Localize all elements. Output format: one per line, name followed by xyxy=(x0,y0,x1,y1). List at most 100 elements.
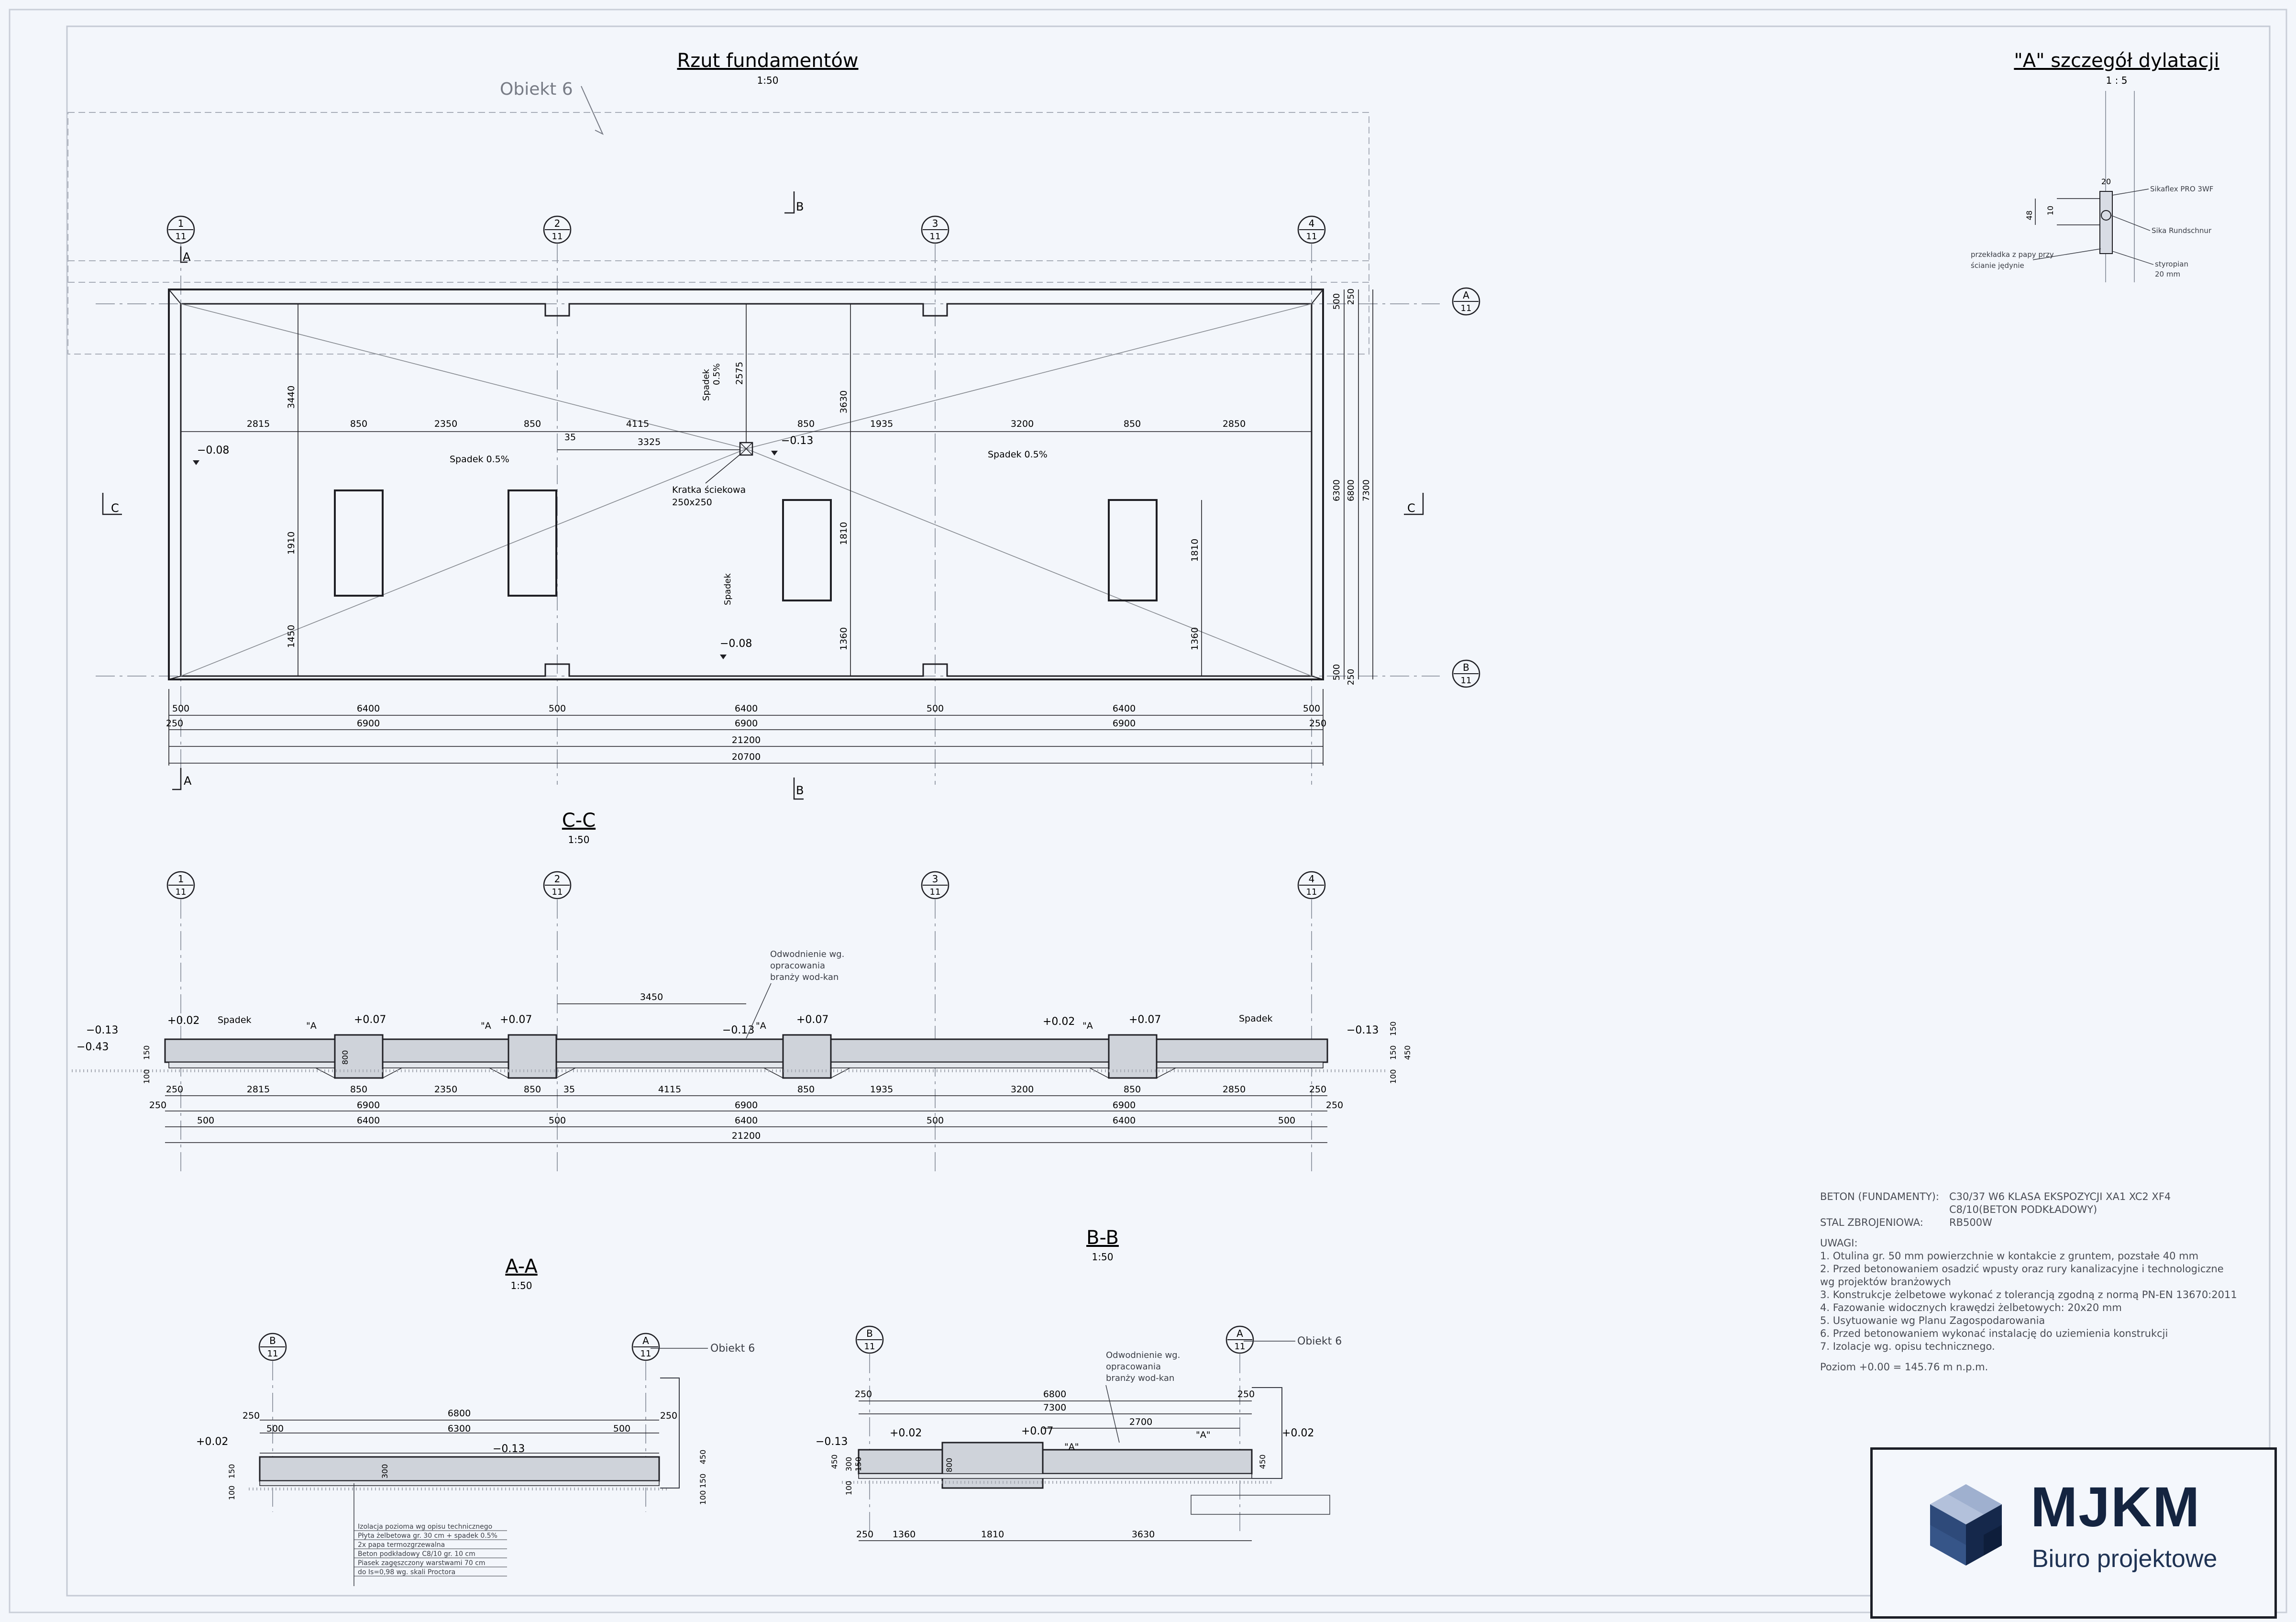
plan-dim-top-9: 850 xyxy=(1124,419,1141,429)
svg-text:250: 250 xyxy=(166,1084,183,1095)
plan-dim-bottom-6400-b: 6400 xyxy=(735,703,758,714)
plan-dim-7300: 7300 xyxy=(1361,479,1371,501)
inner-frame xyxy=(66,25,2271,1597)
svg-text:"A: "A xyxy=(306,1021,317,1031)
svg-text:B: B xyxy=(796,200,804,213)
section-cc-scale: 1:50 xyxy=(568,834,590,845)
svg-text:150: 150 xyxy=(227,1464,236,1479)
svg-text:450: 450 xyxy=(698,1450,707,1465)
plan-vdim-right-1: 1360 xyxy=(1190,627,1200,650)
svg-text:450: 450 xyxy=(1403,1045,1412,1060)
detail-label-sciany: ścianie jędynie xyxy=(1971,261,2024,270)
svg-text:11: 11 xyxy=(1306,232,1317,242)
stal-value: RB500W xyxy=(1949,1217,1992,1228)
svg-text:A: A xyxy=(184,774,192,788)
slab-outline xyxy=(168,289,1324,680)
section-bb-title: B-B xyxy=(1086,1227,1119,1249)
plan-axis-bubble-2: 2 11 xyxy=(543,215,572,244)
svg-text:250: 250 xyxy=(856,1529,873,1540)
section-bb-scale: 1:50 xyxy=(1092,1251,1114,1263)
svg-text:100: 100 xyxy=(227,1486,236,1500)
aa-dim-6800: 6800 xyxy=(448,1408,471,1419)
plan-dim-6800: 6800 xyxy=(1346,479,1356,501)
svg-text:+0.02: +0.02 xyxy=(1282,1427,1314,1439)
aa-slab xyxy=(259,1456,660,1482)
note-item-2b: wg projektów branżowych xyxy=(1820,1276,1951,1288)
bb-slab xyxy=(858,1449,1253,1475)
svg-text:1360: 1360 xyxy=(893,1529,916,1540)
svg-text:300: 300 xyxy=(844,1457,853,1472)
svg-text:2850: 2850 xyxy=(1223,1084,1246,1095)
plan-dim-top-5: 4115 xyxy=(626,419,649,429)
svg-text:850: 850 xyxy=(350,1084,367,1095)
plan-dim-top-4: 35 xyxy=(564,432,576,443)
svg-text:250: 250 xyxy=(149,1100,166,1111)
svg-text:250: 250 xyxy=(1309,718,1326,729)
svg-text:2x papa termozgrzewalna: 2x papa termozgrzewalna xyxy=(358,1541,445,1549)
svg-text:−0.13: −0.13 xyxy=(1347,1024,1379,1036)
svg-text:48: 48 xyxy=(2025,211,2034,220)
detail-label-przekladka: przekładka z papy przy xyxy=(1971,250,2054,259)
svg-text:800: 800 xyxy=(945,1458,954,1473)
uwagi-heading: UWAGI: xyxy=(1820,1237,1858,1249)
svg-text:B: B xyxy=(269,1335,276,1346)
svg-text:20: 20 xyxy=(2101,177,2111,186)
svg-text:500: 500 xyxy=(197,1115,214,1126)
svg-text:6400: 6400 xyxy=(735,1115,758,1126)
svg-text:500: 500 xyxy=(549,703,566,714)
plan-vdim-left-1: 1910 xyxy=(286,532,297,555)
plan-axis-bubble-1: 1 11 xyxy=(166,215,195,244)
svg-text:"A: "A xyxy=(481,1021,491,1031)
plan-row-bubble-a: A 11 xyxy=(1452,287,1480,316)
svg-text:11: 11 xyxy=(176,887,187,897)
bb-obiekt-label: Obiekt 6 xyxy=(1297,1335,1342,1347)
beton-value-2: C8/10(BETON PODKŁADOWY) xyxy=(1949,1204,2097,1215)
svg-text:B: B xyxy=(1463,662,1469,673)
cc-axis-1: 1 11 xyxy=(166,871,195,900)
svg-text:+0.02: +0.02 xyxy=(167,1015,199,1027)
svg-text:250: 250 xyxy=(1346,669,1356,685)
plan-dim-bottom-6900-b: 6900 xyxy=(735,718,758,729)
svg-text:250: 250 xyxy=(1346,289,1356,305)
svg-text:11: 11 xyxy=(1235,1342,1246,1352)
svg-text:100: 100 xyxy=(142,1069,151,1084)
detail-scale: 1 : 5 xyxy=(2106,75,2128,86)
svg-text:11: 11 xyxy=(1461,676,1472,686)
pedestal-1 xyxy=(334,489,384,597)
slope-label-right: Spadek 0.5% xyxy=(988,449,1048,460)
svg-text:B: B xyxy=(796,784,804,797)
datum-level: Poziom +0.00 = 145.76 m n.p.m. xyxy=(1820,1361,1988,1373)
svg-text:100: 100 xyxy=(698,1490,707,1505)
svg-text:450: 450 xyxy=(830,1455,839,1469)
plan-level-3: −0.08 xyxy=(720,638,752,650)
svg-text:500: 500 xyxy=(172,703,189,714)
svg-text:A: A xyxy=(642,1335,649,1346)
detail-a: "A" szczegół dylatacji 1 : 5 48 10 20 Si… xyxy=(1971,50,2219,282)
svg-text:500: 500 xyxy=(1303,703,1320,714)
svg-text:1: 1 xyxy=(178,873,184,885)
plan-vdim-mid-1: 1810 xyxy=(839,522,849,545)
section-aa: A-A 1:50 B 11 A 11 Obiekt 6 6 xyxy=(196,1255,755,1586)
plan-dim-top-2: 2350 xyxy=(434,419,457,429)
svg-text:150: 150 xyxy=(1389,1045,1398,1060)
note-item-6: 6. Przed betonowaniem wykonać instalację… xyxy=(1820,1328,2168,1339)
svg-text:150: 150 xyxy=(854,1457,863,1472)
svg-text:6400: 6400 xyxy=(357,1115,380,1126)
stal-label: STAL ZBROJENIOWA: xyxy=(1820,1217,1923,1228)
cc-axis-2: 2 11 xyxy=(543,871,572,900)
cc-slope-left: Spadek xyxy=(218,1015,252,1025)
svg-text:6900: 6900 xyxy=(735,1100,758,1111)
svg-text:150: 150 xyxy=(142,1045,151,1060)
plan-scale: 1:50 xyxy=(757,75,779,86)
detail-joint xyxy=(2099,191,2113,254)
note-item-1: 1. Otulina gr. 50 mm powierzchnie w kont… xyxy=(1820,1250,2199,1262)
svg-text:250: 250 xyxy=(1309,1084,1326,1095)
detail-label-rundschnur: Sika Rundschnur xyxy=(2152,226,2212,235)
svg-text:11: 11 xyxy=(930,887,941,897)
svg-text:4: 4 xyxy=(1309,873,1315,885)
cc-axis-4: 4 11 xyxy=(1297,871,1326,900)
svg-text:B: B xyxy=(866,1328,873,1339)
svg-text:500: 500 xyxy=(927,703,944,714)
pedestal-3 xyxy=(782,499,832,601)
